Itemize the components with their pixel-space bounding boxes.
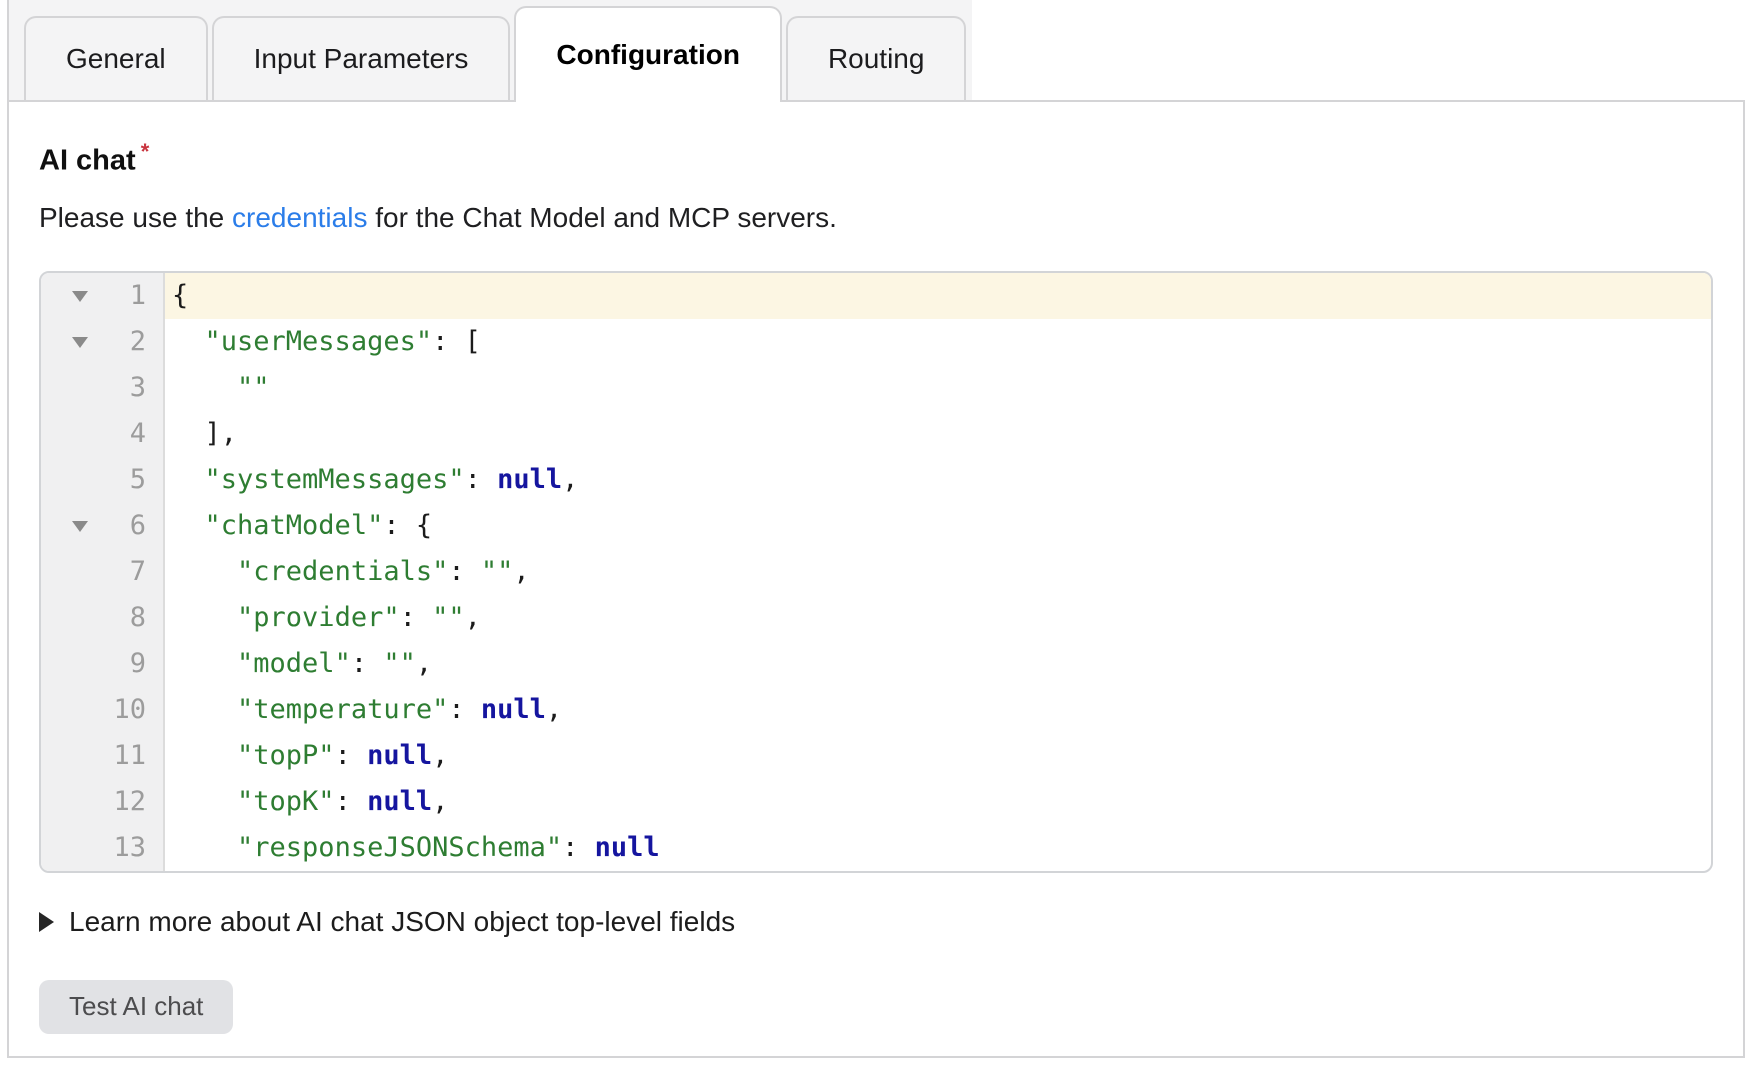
editor-line: 4 ], — [41, 410, 1711, 457]
editor-line: 7 "credentials": "", — [41, 548, 1711, 595]
code-line[interactable]: "topP": null, — [237, 739, 449, 771]
gutter-cell: 9 — [41, 640, 165, 687]
code-line[interactable]: "" — [237, 371, 270, 403]
tab-routing[interactable]: Routing — [785, 16, 967, 100]
editor-line: 9 "model": "", — [41, 640, 1711, 687]
gutter-cell: 7 — [41, 548, 165, 595]
json-code-editor[interactable]: 1{2 "userMessages": [3 ""4 ],5 "systemMe… — [39, 270, 1713, 873]
editor-line: 8 "provider": "", — [41, 594, 1711, 641]
editor-line: 5 "systemMessages": null, — [41, 456, 1711, 503]
code-line[interactable]: "responseJSONSchema": null — [237, 831, 660, 863]
line-number: 11 — [113, 739, 146, 771]
editor-line: 2 "userMessages": [ — [41, 318, 1711, 365]
code-line[interactable]: { — [165, 272, 1711, 319]
description-prefix: Please use the — [39, 201, 233, 233]
gutter-cell: 5 — [41, 456, 165, 503]
field-label-row: AI chat* — [39, 135, 1713, 178]
gutter-cell: 8 — [41, 594, 165, 641]
line-number: 6 — [129, 509, 146, 541]
code-line[interactable]: "systemMessages": null, — [204, 463, 579, 495]
fold-arrow-icon[interactable] — [72, 520, 88, 532]
gutter-cell: 11 — [41, 732, 165, 779]
code-line[interactable]: "credentials": "", — [237, 555, 530, 587]
editor-line: 6 "chatModel": { — [41, 502, 1711, 549]
code-line[interactable]: "temperature": null, — [237, 693, 563, 725]
fold-arrow-icon[interactable] — [72, 290, 88, 302]
description-suffix: for the Chat Model and MCP servers. — [367, 201, 837, 233]
code-line[interactable]: "provider": "", — [237, 601, 481, 633]
editor-line: 1{ — [41, 272, 1711, 319]
line-number: 7 — [129, 555, 146, 587]
line-number: 12 — [113, 785, 146, 817]
tab-input-parameters[interactable]: Input Parameters — [211, 16, 511, 100]
field-description: Please use the credentials for the Chat … — [39, 199, 1713, 236]
collapsed-triangle-icon — [39, 911, 54, 932]
test-ai-chat-button[interactable]: Test AI chat — [39, 979, 234, 1034]
line-number: 8 — [129, 601, 146, 633]
gutter-cell: 13 — [41, 824, 165, 871]
gutter-cell: 2 — [41, 318, 165, 365]
line-number: 9 — [129, 647, 146, 679]
line-number: 1 — [129, 279, 146, 311]
editor-line: 11 "topP": null, — [41, 732, 1711, 779]
learn-more-toggle[interactable]: Learn more about AI chat JSON object top… — [39, 906, 735, 938]
gutter-cell: 12 — [41, 778, 165, 825]
editor-line: 3 "" — [41, 364, 1711, 411]
panel-content: AI chat* Please use the credentials for … — [9, 102, 1743, 1062]
gutter-cell: 1 — [41, 272, 165, 319]
line-number: 13 — [113, 831, 146, 863]
fold-arrow-icon[interactable] — [72, 336, 88, 348]
line-number: 10 — [113, 693, 146, 725]
gutter-cell: 4 — [41, 410, 165, 457]
gutter-cell: 3 — [41, 364, 165, 411]
editor-line: 12 "topK": null, — [41, 778, 1711, 825]
tab-general[interactable]: General — [24, 16, 208, 100]
tab-configuration[interactable]: Configuration — [514, 6, 782, 102]
editor-line: 10 "temperature": null, — [41, 686, 1711, 733]
gutter-cell: 10 — [41, 686, 165, 733]
field-label: AI chat — [39, 144, 136, 177]
code-line[interactable]: "chatModel": { — [204, 509, 433, 541]
credentials-link[interactable]: credentials — [232, 201, 368, 233]
code-line[interactable]: "userMessages": [ — [204, 325, 481, 357]
line-number: 3 — [129, 371, 146, 403]
editor-line: 13 "responseJSONSchema": null — [41, 824, 1711, 871]
required-asterisk: * — [140, 139, 150, 164]
gutter-cell: 6 — [41, 502, 165, 549]
line-number: 5 — [129, 463, 146, 495]
code-line[interactable]: ], — [172, 417, 238, 449]
code-line[interactable]: "model": "", — [237, 647, 433, 679]
learn-more-label: Learn more about AI chat JSON object top… — [69, 905, 736, 937]
configuration-tab-panel: AI chat* Please use the credentials for … — [7, 100, 1745, 1058]
code-line[interactable]: "topK": null, — [237, 785, 449, 817]
line-number: 2 — [129, 325, 146, 357]
line-number: 4 — [129, 417, 146, 449]
